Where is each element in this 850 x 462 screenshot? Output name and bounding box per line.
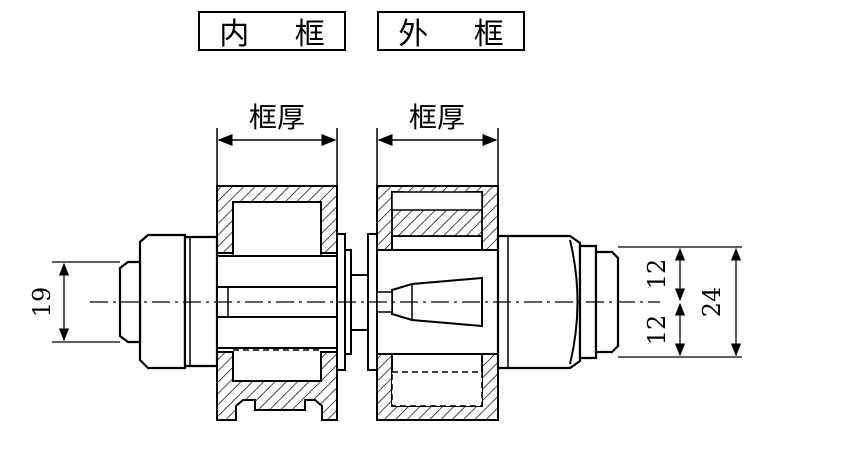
outer-thickness-dimension: 框厚: [376, 101, 499, 190]
outer-thickness-label: 框厚: [409, 101, 465, 134]
outer-frame-label: 外 框: [377, 11, 525, 52]
left-diameter-dimension: 19: [28, 261, 120, 343]
right-lower-label: 12: [643, 315, 671, 346]
left-diameter-label: 19: [28, 287, 56, 318]
right-total-label: 24: [698, 287, 726, 318]
inner-thickness-dimension: 框厚: [216, 101, 338, 190]
inner-frame-profile: [216, 185, 338, 421]
right-upper-label: 12: [643, 259, 671, 290]
inner-frame-label: 内 框: [198, 11, 346, 52]
right-dimensions: 12 12 24: [618, 246, 742, 358]
inner-thickness-label: 框厚: [249, 101, 305, 134]
